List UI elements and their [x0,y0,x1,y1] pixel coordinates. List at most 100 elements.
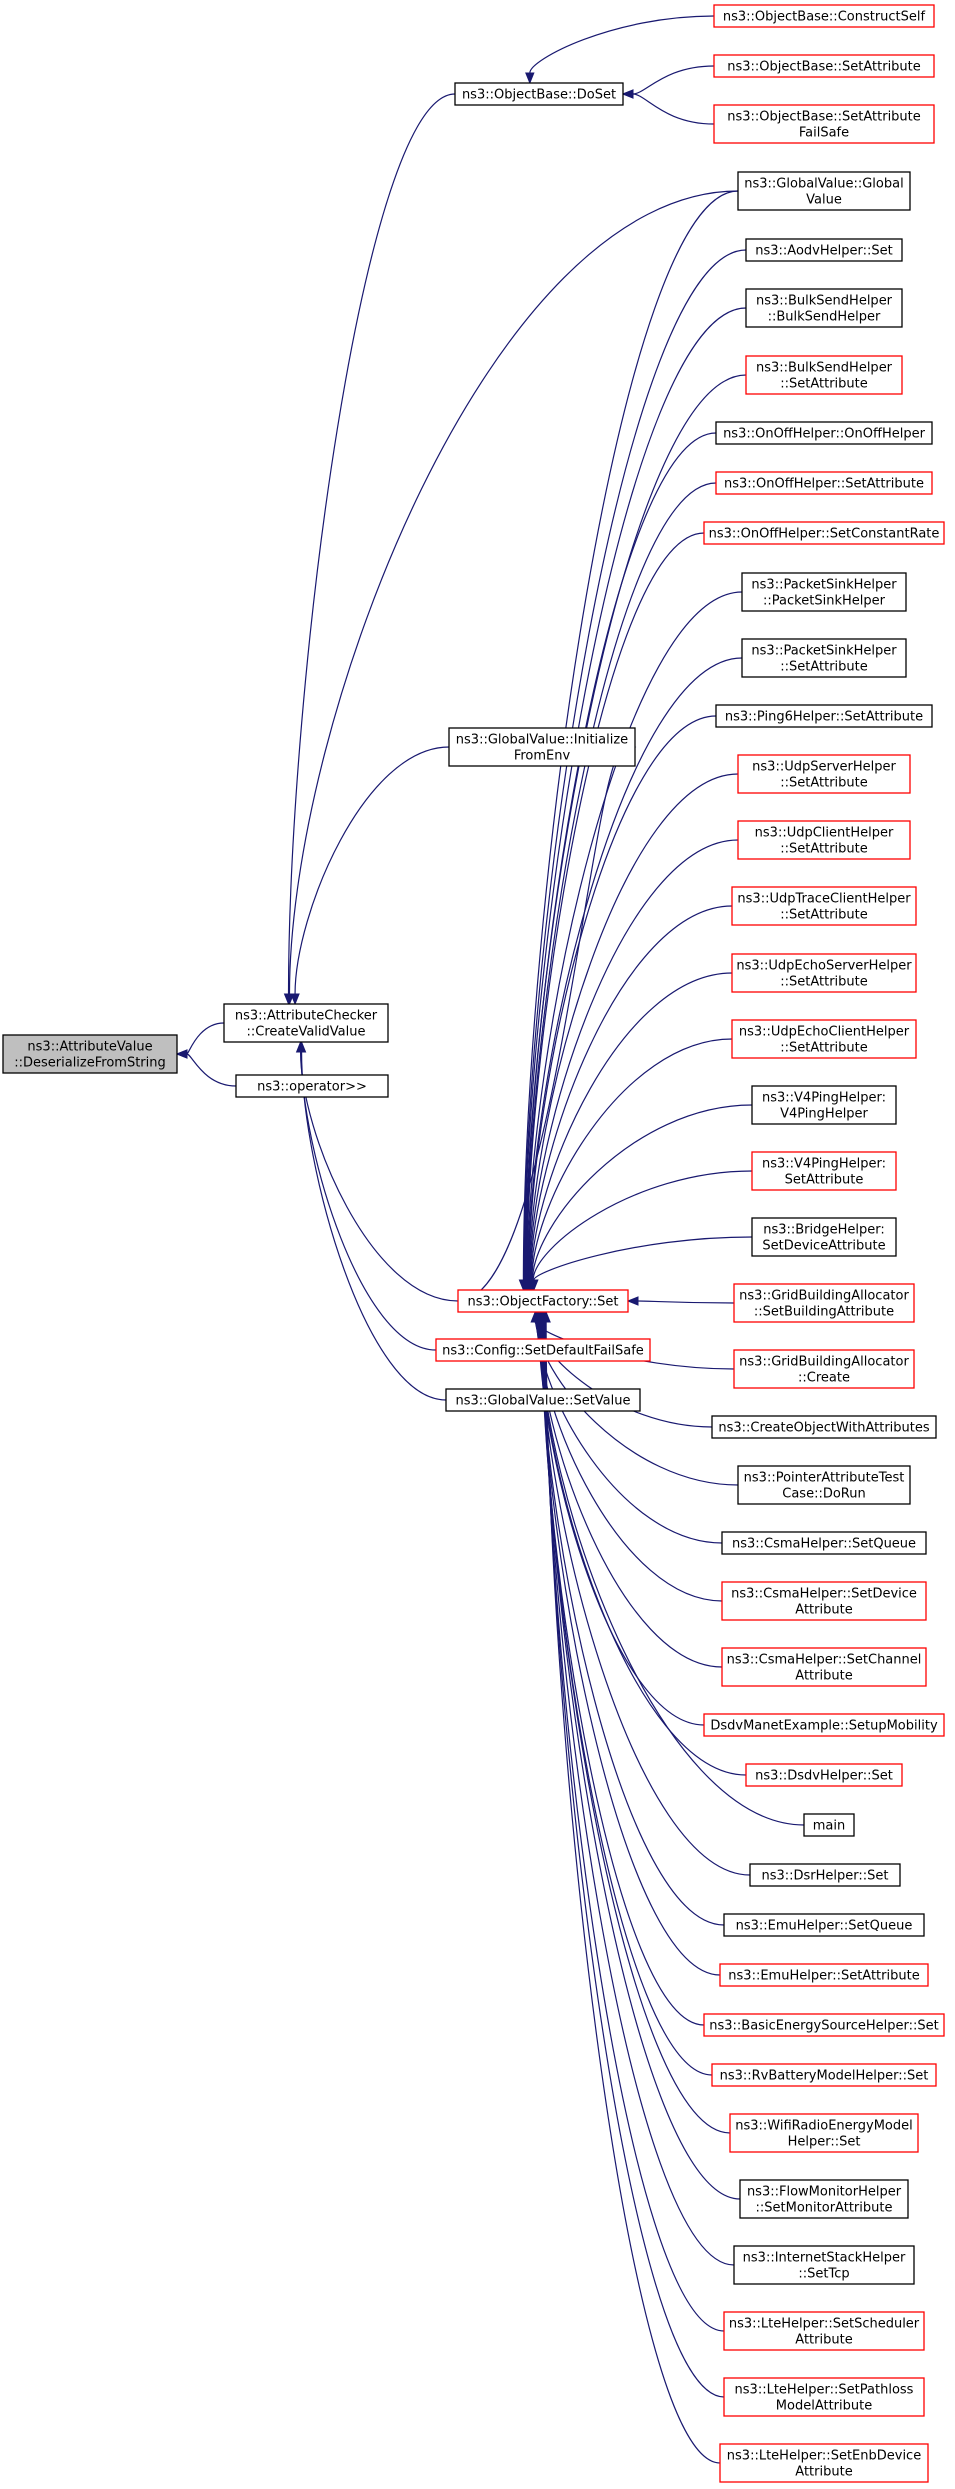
node-cfgdef[interactable]: ns3::Config::SetDefaultFailSafe [435,1338,651,1362]
node-rvbattery[interactable]: ns3::RvBatteryModelHelper::Set [711,2063,937,2087]
edge-gvset-to-checker-arrowhead [296,1040,307,1053]
edge-aodv-to-ofset-line [523,249,747,1281]
node-cfgdef-box [435,1338,651,1362]
edge-ltesched-to-ofset-line [544,1321,725,2332]
node-onoffattr[interactable]: ns3::OnOffHelper::SetAttribute [715,471,933,495]
node-emuattr-label-0: ns3::EmuHelper::SetAttribute [728,1969,919,1984]
node-doset[interactable]: ns3::ObjectBase::DoSet [454,82,624,106]
node-gridcreate-label-1: ::Create [798,1371,850,1386]
node-udpechoclient[interactable]: ns3::UdpEchoClientHelper::SetAttribute [731,1019,917,1059]
node-csmadevattr[interactable]: ns3::CsmaHelper::SetDeviceAttribute [721,1581,927,1621]
node-dsdvmanet[interactable]: DsdvManetExample::SetupMobility [703,1713,945,1737]
edge-bulkattr-to-ofset [520,374,747,1292]
node-udpechoserver-label-1: ::SetAttribute [780,975,868,990]
node-rvbattery-box [711,2063,937,2087]
node-udpechoclient-box [731,1019,917,1059]
edge-gvset-to-checker-line [300,1051,447,1401]
node-onoffctor[interactable]: ns3::OnOffHelper::OnOffHelper [715,421,933,445]
node-bulkattr[interactable]: ns3::BulkSendHelper::SetAttribute [745,355,903,395]
node-dsdvset[interactable]: ns3::DsdvHelper::Set [745,1763,903,1787]
node-onoffrate[interactable]: ns3::OnOffHelper::SetConstantRate [703,521,945,545]
node-pktsinkctor-box [741,572,907,612]
node-gvglobal-label-0: ns3::GlobalValue::Global [744,177,903,192]
edge-rvbattery-to-ofset-line [541,1321,713,2076]
node-createobj[interactable]: ns3::CreateObjectWithAttributes [711,1415,937,1439]
node-udpechoserver[interactable]: ns3::UdpEchoServerHelper::SetAttribute [731,953,917,993]
node-gvset[interactable]: ns3::GlobalValue::SetValue [445,1388,641,1412]
node-gridsetbuild[interactable]: ns3::GridBuildingAllocator::SetBuildingA… [733,1283,915,1323]
edge-aodv-to-ofset [519,249,747,1292]
node-ping6[interactable]: ns3::Ping6Helper::SetAttribute [715,704,933,728]
edge-rvbattery-to-ofset [537,1310,713,2076]
node-checker[interactable]: ns3::AttributeChecker::CreateValidValue [223,1003,389,1043]
node-udptrace[interactable]: ns3::UdpTraceClientHelper::SetAttribute [731,886,917,926]
node-bridge[interactable]: ns3::BridgeHelper:SetDeviceAttribute [751,1217,897,1257]
node-ltepathloss-box [723,2377,925,2417]
node-constructself-label-0: ns3::ObjectBase::ConstructSelf [723,10,926,25]
edge-bulkctor-to-ofset-line [523,307,747,1281]
node-udptrace-label-0: ns3::UdpTraceClientHelper [737,892,911,907]
edge-wifiradio-to-ofset-line [542,1321,731,2134]
node-onoffctor-box [715,421,933,445]
node-bulkctor[interactable]: ns3::BulkSendHelper::BulkSendHelper [745,288,903,328]
node-obsetattr[interactable]: ns3::ObjectBase::SetAttribute [713,54,935,78]
edge-ping6-to-ofset-line [528,715,717,1281]
edge-ofset-to-initenv [457,742,637,1302]
node-gvglobal[interactable]: ns3::GlobalValue::GlobalValue [737,171,911,211]
edge-pktsinkctor-to-ofset-line [526,591,743,1281]
edge-bridge-to-ofset-arrowhead [529,1279,539,1292]
node-dsrset[interactable]: ns3::DsrHelper::Set [749,1863,901,1887]
edge-gridsetbuild-to-ofset-arrowhead [626,1296,639,1306]
node-doset-label-0: ns3::ObjectBase::DoSet [462,88,616,103]
edge-constructself-to-doset-arrowhead [525,72,535,85]
node-ofset[interactable]: ns3::ObjectFactory::Set [457,1289,629,1313]
node-emuqueue[interactable]: ns3::EmuHelper::SetQueue [723,1913,925,1937]
node-onoffattr-label-0: ns3::OnOffHelper::SetAttribute [724,477,924,492]
node-v4pingattr[interactable]: ns3::V4PingHelper:SetAttribute [751,1151,897,1191]
node-udpclient-box [737,820,911,860]
node-createobj-label-0: ns3::CreateObjectWithAttributes [718,1421,929,1436]
node-inetstack-label-0: ns3::InternetStackHelper [743,2251,906,2266]
node-ofset-box [457,1289,629,1313]
node-gridsetbuild-label-0: ns3::GridBuildingAllocator [739,1289,909,1304]
node-gridcreate-box [733,1349,915,1389]
edge-gridsetbuild-to-ofset [626,1296,735,1306]
edge-gvglobal-to-checker-arrowhead [284,993,295,1006]
node-operator-label-0: ns3::operator>> [257,1080,367,1095]
node-pktsinkattr[interactable]: ns3::PacketSinkHelper::SetAttribute [741,638,907,678]
node-ltepathloss[interactable]: ns3::LteHelper::SetPathlossModelAttribut… [723,2377,925,2417]
node-csmaqueue-box [721,1531,927,1555]
node-udpserver[interactable]: ns3::UdpServerHelper::SetAttribute [737,754,911,794]
edge-ping6-to-ofset [523,715,717,1292]
node-gridcreate-label-0: ns3::GridBuildingAllocator [739,1355,909,1370]
node-basicenergy[interactable]: ns3::BasicEnergySourceHelper::Set [703,2013,945,2037]
edge-csmadevattr-to-ofset-line [536,1321,723,1602]
node-csmaqueue[interactable]: ns3::CsmaHelper::SetQueue [721,1531,927,1555]
node-constructself[interactable]: ns3::ObjectBase::ConstructSelf [713,4,935,28]
edge-lteenb-to-ofset-arrowhead [541,1310,551,1323]
node-main[interactable]: main [803,1813,855,1837]
node-v4pingctor[interactable]: ns3::V4PingHelper:V4PingHelper [751,1085,897,1125]
edge-gvglobal-to-checker [284,190,739,1006]
node-udpechoclient-label-0: ns3::UdpEchoClientHelper [739,1025,910,1040]
node-udpclient-label-0: ns3::UdpClientHelper [755,826,894,841]
node-aodv[interactable]: ns3::AodvHelper::Set [745,238,903,262]
node-pktsinkctor[interactable]: ns3::PacketSinkHelper::PacketSinkHelper [741,572,907,612]
node-udpclient[interactable]: ns3::UdpClientHelper::SetAttribute [737,820,911,860]
node-operator[interactable]: ns3::operator>> [235,1074,389,1098]
node-initenv-label-1: FromEnv [514,749,571,764]
node-flowmon[interactable]: ns3::FlowMonitorHelper::SetMonitorAttrib… [739,2179,909,2219]
node-inetstack[interactable]: ns3::InternetStackHelper::SetTcp [733,2245,915,2285]
node-gridcreate[interactable]: ns3::GridBuildingAllocator::Create [733,1349,915,1389]
node-emuattr[interactable]: ns3::EmuHelper::SetAttribute [719,1963,929,1987]
node-v4pingattr-label-1: SetAttribute [785,1173,864,1188]
edge-checker-to-root-line [186,1022,225,1055]
